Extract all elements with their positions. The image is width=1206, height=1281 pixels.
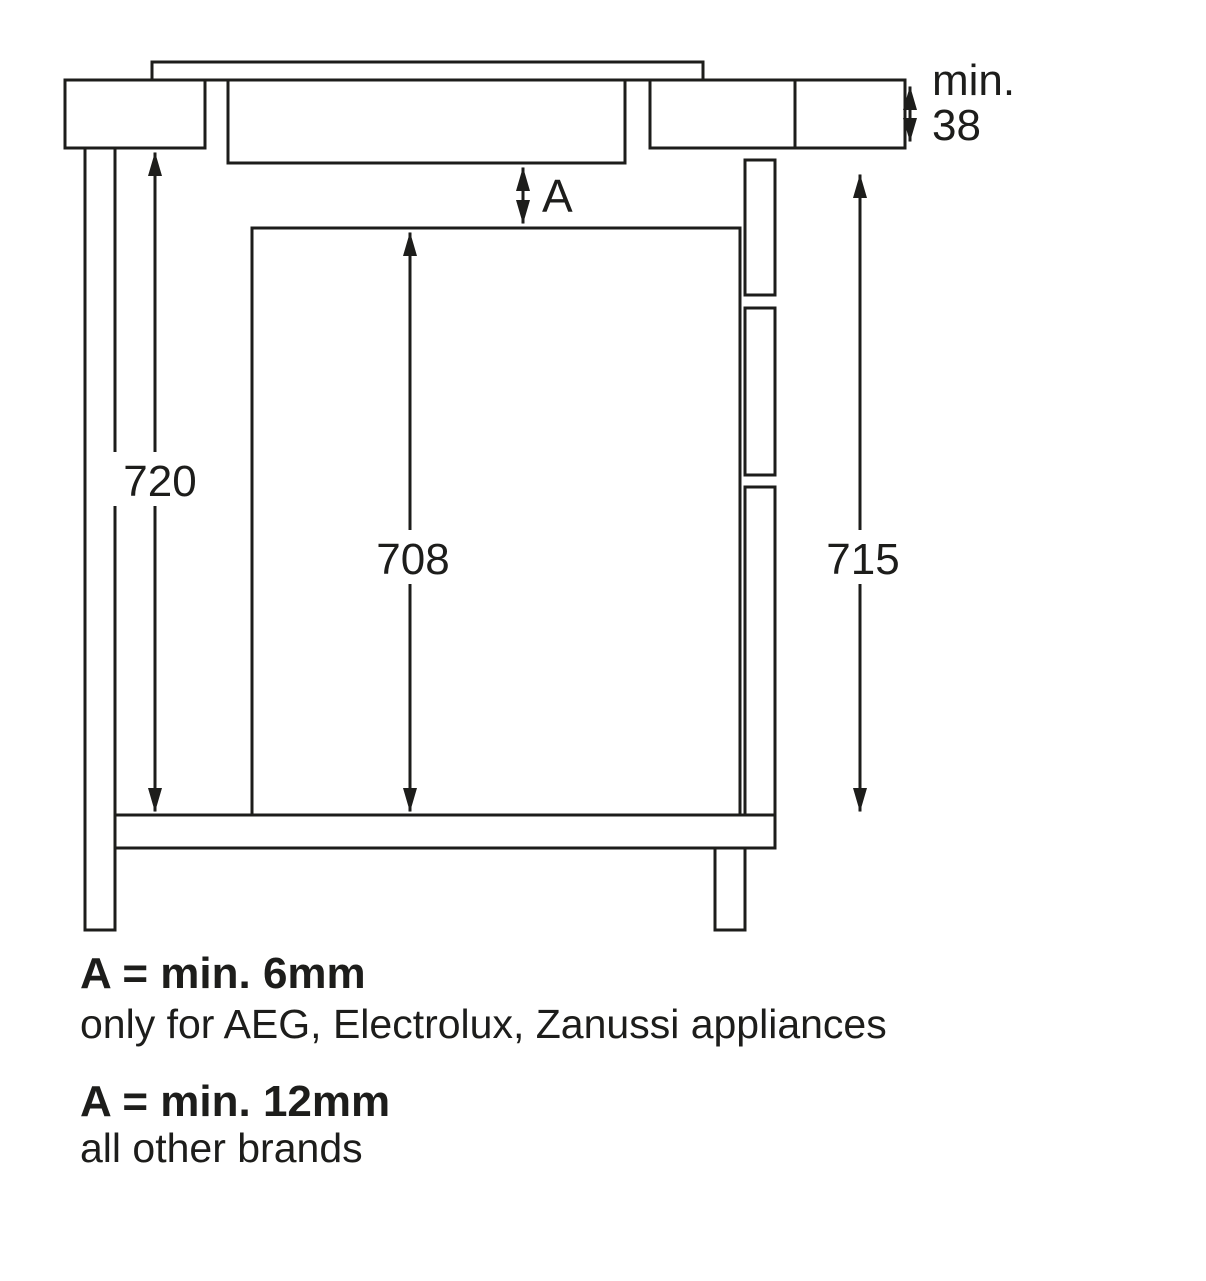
dim-label-a: A <box>542 170 573 222</box>
arrowhead-up-icon <box>148 152 162 176</box>
cabinet-left-wall <box>83 146 117 932</box>
arrowhead-down-icon <box>516 200 530 224</box>
worktop-right-section <box>648 78 797 150</box>
arrowhead-up-icon <box>853 174 867 198</box>
dim-label-708: 708 <box>376 535 449 584</box>
cabinet-right-leg <box>713 846 747 932</box>
arrowhead-up-icon <box>903 86 917 110</box>
cabinet-bottom-shelf <box>113 813 777 850</box>
drawer-front-middle <box>743 306 777 477</box>
drawer-front-bottom <box>743 485 777 817</box>
note-2-title: A = min. 12mm <box>80 1077 390 1126</box>
dim-label-715: 715 <box>826 535 899 584</box>
note-2-body: all other brands <box>80 1125 363 1171</box>
dimension-gap-a: A <box>516 167 573 224</box>
note-1-body: only for AEG, Electrolux, Zanussi applia… <box>80 1001 887 1047</box>
dim-label-715-backplate <box>815 530 911 584</box>
worktop-left-section <box>63 78 207 150</box>
footnotes: A = min. 6mm only for AEG, Electrolux, Z… <box>80 949 887 1171</box>
hob-body <box>226 78 627 165</box>
note-1-title: A = min. 6mm <box>80 949 366 998</box>
cabinet-structure <box>63 60 907 932</box>
dim-label-708-backplate <box>365 530 461 584</box>
dimension-715: 715 <box>815 174 911 812</box>
hob-top-plate <box>150 60 705 82</box>
worktop-right-end-section <box>793 78 907 150</box>
drawer-front-top <box>743 158 777 297</box>
dim-label-720: 720 <box>123 457 196 506</box>
dim-label-min: min. <box>932 56 1015 105</box>
dimension-worktop-thickness: min. 38 <box>903 56 1015 150</box>
dim-label-720-backplate <box>112 452 208 506</box>
dim-label-38: 38 <box>932 101 981 150</box>
appliance-niche <box>250 226 742 817</box>
arrowhead-down-icon <box>853 788 867 812</box>
arrowhead-up-icon <box>516 167 530 191</box>
arrowhead-down-icon <box>903 118 917 142</box>
arrowhead-up-icon <box>403 232 417 256</box>
arrowhead-down-icon <box>148 788 162 812</box>
dimension-720: 720 <box>112 152 208 812</box>
arrowhead-down-icon <box>403 788 417 812</box>
dimension-708: 708 <box>365 232 461 812</box>
